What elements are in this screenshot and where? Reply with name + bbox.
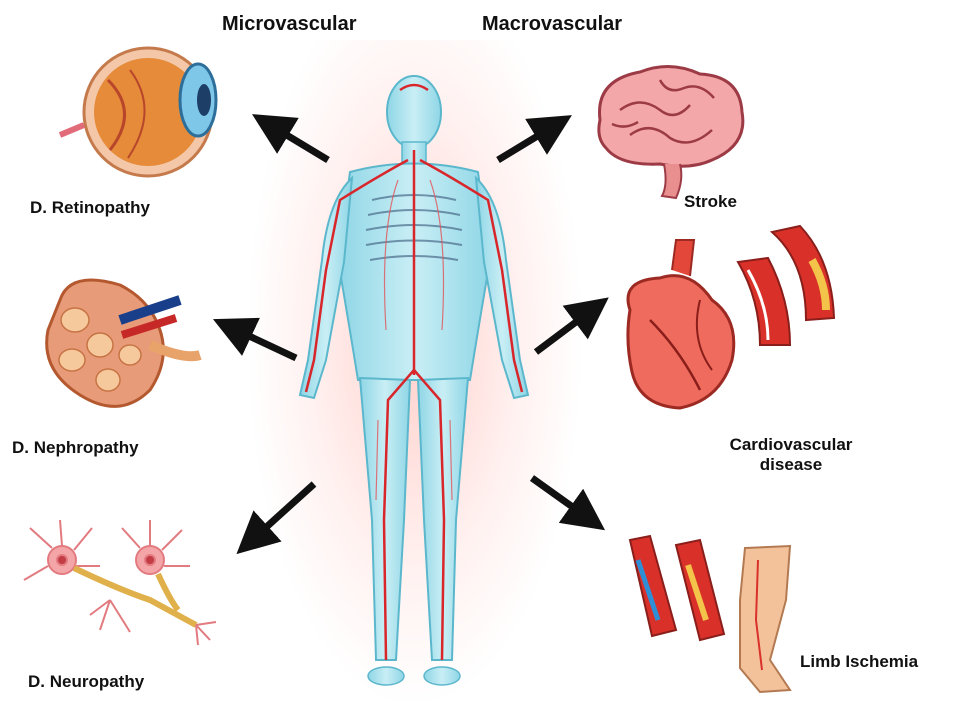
- kidney-icon: [47, 280, 200, 406]
- neuron-icon: [24, 520, 216, 645]
- arrow-to-retinopathy: [270, 125, 328, 160]
- heart-icon: [628, 226, 834, 408]
- label-nephropathy: D. Nephropathy: [12, 438, 139, 458]
- label-cardiovascular-line2: disease: [716, 455, 866, 475]
- label-cardiovascular: Cardiovascular disease: [716, 435, 866, 475]
- label-retinopathy: D. Retinopathy: [30, 198, 150, 218]
- leg-artery-icon: [630, 536, 790, 692]
- label-stroke: Stroke: [684, 192, 737, 212]
- human-body-figure: [300, 76, 528, 685]
- arrow-to-neuropathy: [252, 484, 314, 540]
- arrow-to-limb: [532, 478, 588, 518]
- label-limb-ischemia: Limb Ischemia: [800, 652, 918, 672]
- arrow-to-cardiovascular: [536, 310, 592, 352]
- arrow-to-stroke: [498, 126, 554, 160]
- brain-icon: [599, 66, 743, 198]
- arrow-to-nephropathy: [232, 328, 296, 358]
- eye-icon: [60, 48, 216, 176]
- label-cardiovascular-line1: Cardiovascular: [716, 435, 866, 455]
- label-neuropathy: D. Neuropathy: [28, 672, 144, 692]
